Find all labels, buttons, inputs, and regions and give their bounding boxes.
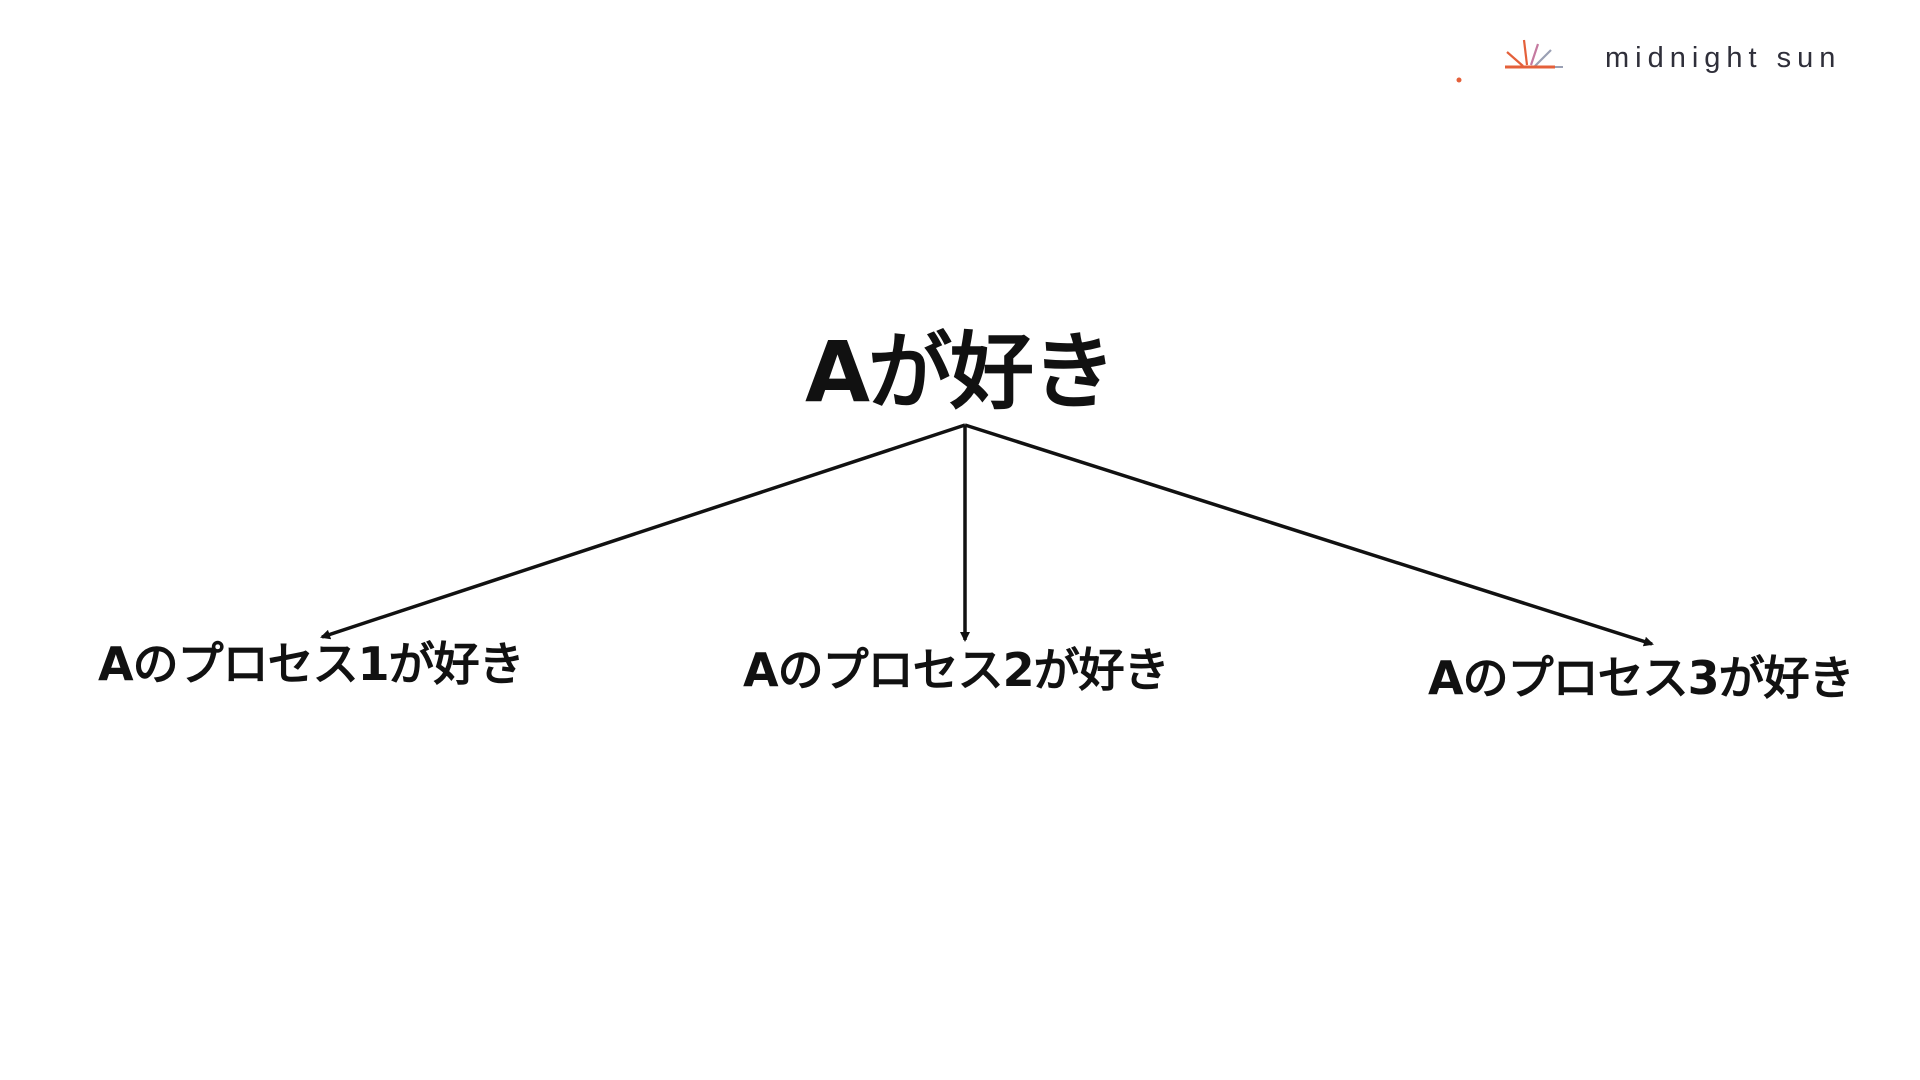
child-node-process-2: Aのプロセス2が好き bbox=[743, 643, 1170, 697]
brand-name: midnight sun bbox=[1605, 42, 1842, 74]
child-node-process-1: Aのプロセス1が好き bbox=[98, 637, 525, 691]
brand-logo: midnight sun bbox=[1455, 30, 1875, 90]
edge-root-to-process-1 bbox=[320, 423, 966, 640]
root-node-label: Aが好き bbox=[805, 323, 1116, 421]
edge-root-to-process-3 bbox=[964, 423, 1654, 647]
sunrise-logo-icon bbox=[1455, 39, 1599, 83]
child-node-process-3: Aのプロセス3が好き bbox=[1428, 651, 1855, 705]
